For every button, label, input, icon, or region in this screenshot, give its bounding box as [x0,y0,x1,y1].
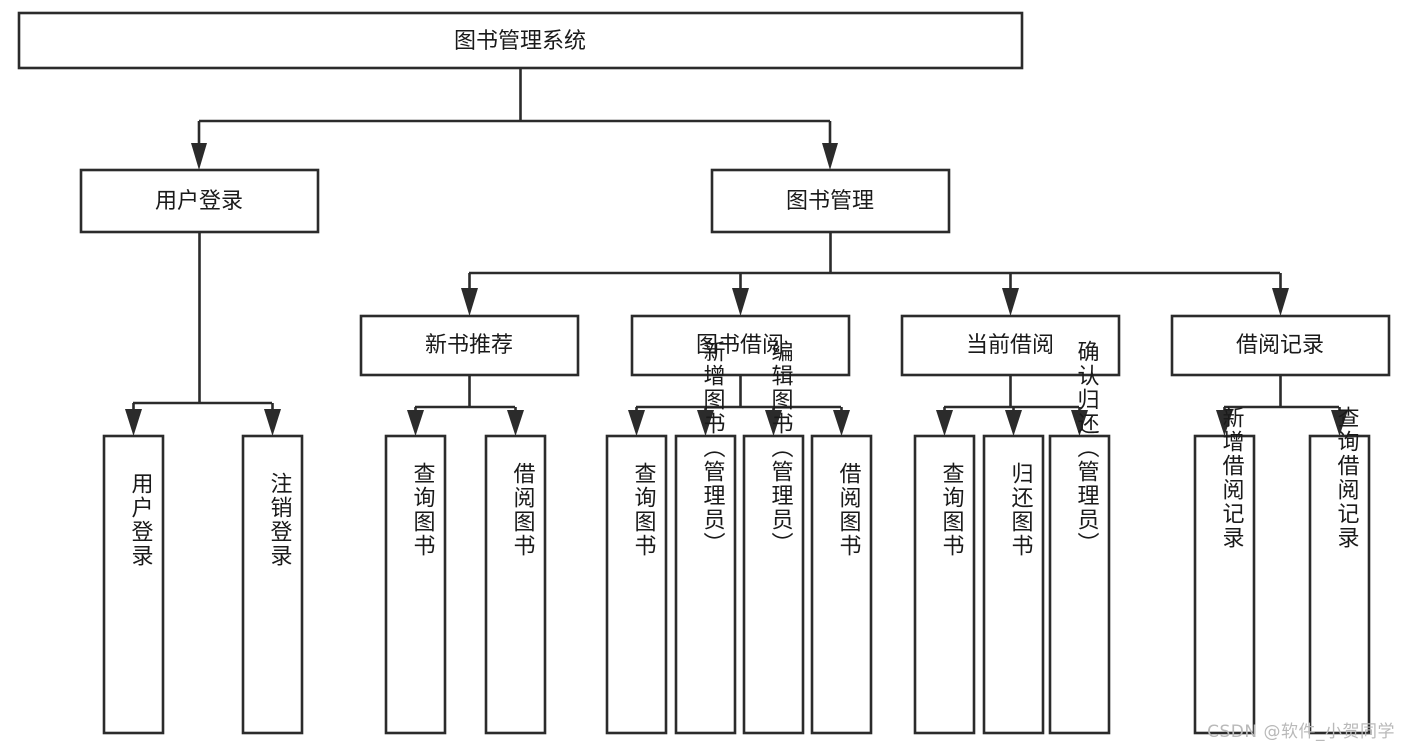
node-user-login-box[interactable] [79,168,320,234]
node-book-borrow-box[interactable] [630,314,851,377]
node-borrow-record-box[interactable] [1170,314,1391,377]
node-leaf-user-logout[interactable]: 注销登录 [241,434,304,735]
node-leaf-user-login-label: 用户登录 [128,472,154,568]
node-leaf-query-book-1-label: 查询图书 [410,462,436,558]
node-leaf-return-book-label: 归还图书 [1008,462,1034,558]
node-leaf-add-book-label: 新增图书（管理员） [700,340,726,556]
node-leaf-query-record-label: 查询借阅记录 [1334,406,1360,550]
arrow-to-user-login [191,143,207,170]
node-book-manage[interactable]: 图书管理 [710,168,951,234]
node-new-book-recommend[interactable]: 新书推荐 [359,314,580,377]
edges-layer [125,68,1348,436]
node-leaf-query-book-1-box[interactable] [384,434,447,735]
node-user-login-label: 用户登录 [155,189,243,214]
node-leaf-query-book-3-label: 查询图书 [939,462,965,558]
node-leaf-user-login[interactable]: 用户登录 [102,434,165,735]
node-current-borrow[interactable]: 当前借阅 [900,314,1121,377]
arrow-to-leaf-return-book [1005,410,1022,436]
node-new-book-recommend-label: 新书推荐 [425,333,513,358]
node-leaf-edit-book-label: 编辑图书（管理员） [768,340,794,556]
node-borrow-record[interactable]: 借阅记录 [1170,314,1391,377]
node-new-book-recommend-box[interactable] [359,314,580,377]
node-leaf-borrow-book-2-box[interactable] [810,434,873,735]
node-leaf-query-record-box[interactable] [1308,434,1371,735]
arrow-to-book-borrow [732,288,749,316]
node-leaf-query-book-2[interactable]: 查询图书 [605,434,668,735]
node-book-manage-label: 图书管理 [786,189,874,214]
arrow-to-leaf-user-login [125,409,142,436]
node-current-borrow-label: 当前借阅 [966,333,1054,358]
node-root[interactable]: 图书管理系统 [17,11,1024,70]
arrow-to-book-manage [822,143,838,170]
node-leaf-borrow-book-1-label: 借阅图书 [510,462,536,558]
node-book-manage-box[interactable] [710,168,951,234]
node-leaf-confirm-return-box[interactable] [1048,434,1111,735]
node-leaf-borrow-book-2[interactable]: 借阅图书 [810,434,873,735]
node-leaf-query-book-3[interactable]: 查询图书 [913,434,976,735]
arrow-to-leaf-query-book-2 [628,410,645,436]
csdn-watermark: CSDN @软件_小贺同学 [1207,722,1395,742]
node-book-borrow[interactable]: 图书借阅 [630,314,851,377]
arrow-to-leaf-add-book [697,410,714,436]
node-leaf-add-book-box[interactable] [674,434,737,735]
node-user-login[interactable]: 用户登录 [79,168,320,234]
node-leaf-edit-book[interactable]: 编辑图书（管理员） [742,340,805,735]
node-leaf-borrow-book-1-box[interactable] [484,434,547,735]
node-leaf-add-record-label: 新增借阅记录 [1219,406,1245,550]
node-leaf-borrow-book-1[interactable]: 借阅图书 [484,434,547,735]
node-leaf-query-book-2-label: 查询图书 [631,462,657,558]
node-leaf-add-book[interactable]: 新增图书（管理员） [674,340,737,735]
node-leaf-user-login-box[interactable] [102,434,165,735]
node-leaf-query-book-2-box[interactable] [605,434,668,735]
arrow-to-leaf-user-logout [264,409,281,436]
arrow-to-leaf-query-record [1331,410,1348,436]
node-leaf-query-book-1[interactable]: 查询图书 [384,434,447,735]
node-leaf-user-logout-box[interactable] [241,434,304,735]
node-borrow-record-label: 借阅记录 [1236,333,1324,358]
node-root-label: 图书管理系统 [454,29,586,54]
arrow-to-leaf-borrow-book-2 [833,410,850,436]
arrow-to-borrow-record [1272,288,1289,316]
node-leaf-query-book-3-box[interactable] [913,434,976,735]
node-leaf-return-book-box[interactable] [982,434,1045,735]
arrow-to-leaf-edit-book [765,410,782,436]
node-leaf-borrow-book-2-label: 借阅图书 [836,462,862,558]
arrow-to-current-borrow [1002,288,1019,316]
node-leaf-confirm-return-label: 确认归还（管理员） [1074,340,1100,556]
node-leaf-user-logout-label: 注销登录 [267,472,293,568]
node-current-borrow-box[interactable] [900,314,1121,377]
arrow-to-leaf-add-record [1216,410,1233,436]
arrow-to-leaf-query-book-3 [936,410,953,436]
arrow-to-leaf-confirm-return [1071,410,1088,436]
node-leaf-edit-book-box[interactable] [742,434,805,735]
node-leaf-add-record[interactable]: 新增借阅记录 [1193,406,1256,735]
node-leaf-return-book[interactable]: 归还图书 [982,434,1045,735]
node-leaf-add-record-box[interactable] [1193,434,1256,735]
arrow-to-leaf-borrow-book-1 [507,410,524,436]
node-book-borrow-label: 图书借阅 [696,333,784,358]
arrow-to-leaf-query-book-1 [407,410,424,436]
arrow-to-new-book-recommend [461,288,478,316]
node-root-box[interactable] [17,11,1024,70]
node-leaf-query-record[interactable]: 查询借阅记录 [1308,406,1371,735]
node-leaf-confirm-return[interactable]: 确认归还（管理员） [1048,340,1111,735]
